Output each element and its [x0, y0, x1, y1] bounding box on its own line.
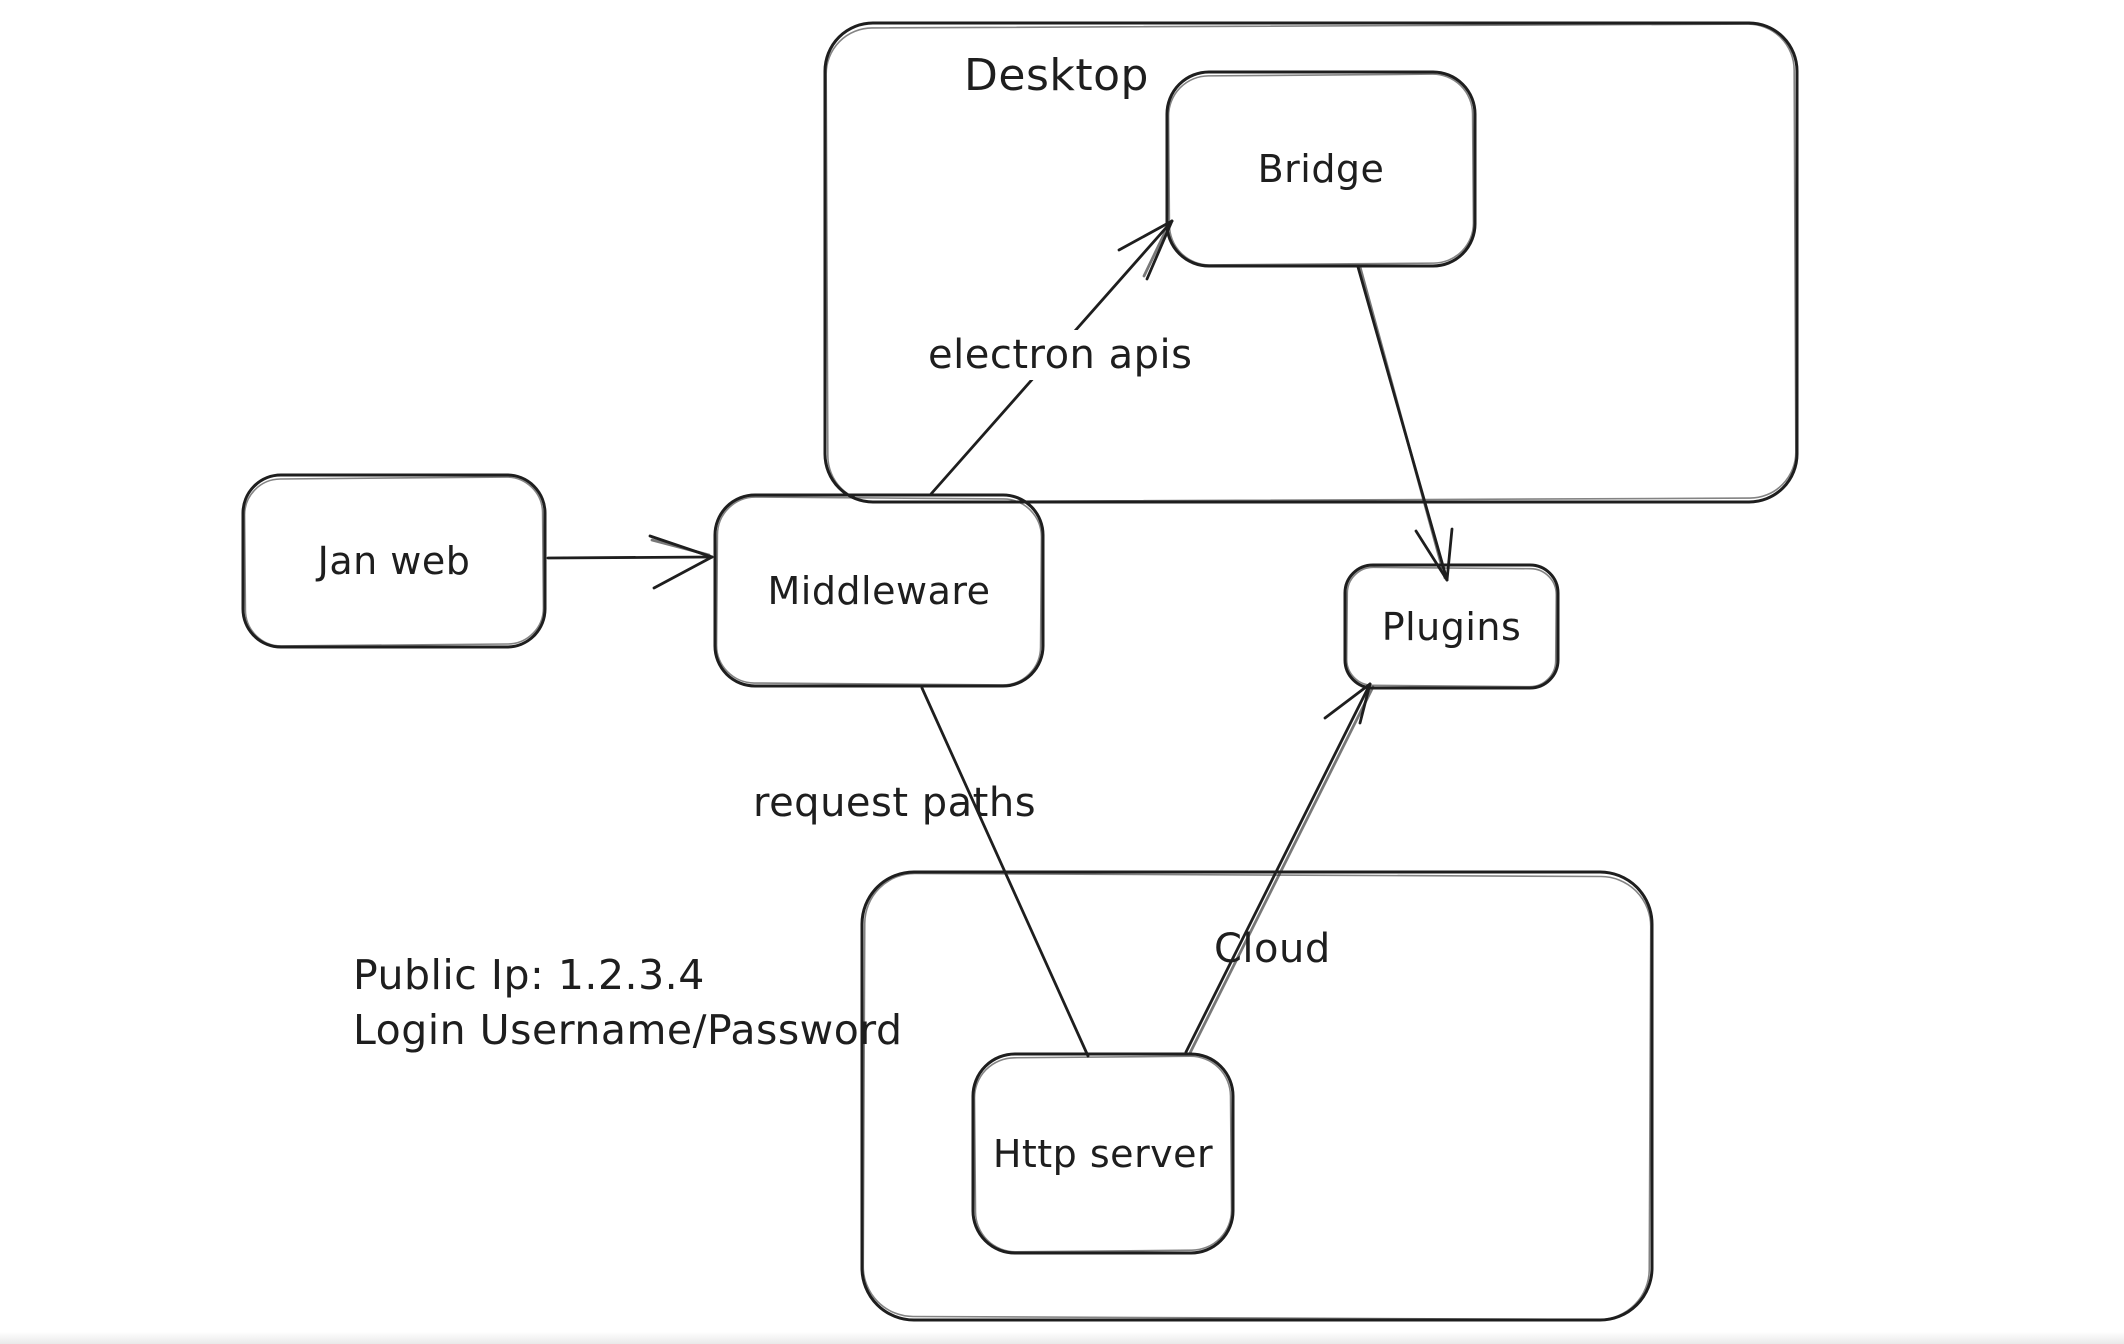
annotation-line-2: Login Username/Password	[353, 1006, 903, 1054]
canvas-bottom-fade	[0, 1332, 2124, 1344]
node-jan-web-label[interactable]: Jan web	[317, 539, 471, 583]
annotation-line-1: Public Ip: 1.2.3.4	[353, 951, 705, 999]
cloud-container-box[interactable]	[860, 870, 1654, 1322]
node-bridge-shape[interactable]	[1165, 70, 1477, 268]
edge-bridge-to-plugins[interactable]	[1356, 265, 1454, 582]
desktop-container-box[interactable]	[823, 21, 1799, 504]
edge-middleware-to-http-server[interactable]	[920, 686, 1090, 1058]
node-middleware-shape[interactable]	[713, 493, 1045, 688]
node-plugins-shape[interactable]	[1343, 563, 1560, 690]
edge-janweb-to-middleware[interactable]	[546, 534, 714, 590]
node-jan-web-shape[interactable]	[241, 473, 547, 649]
annotation-public-ip[interactable]: Public Ip: 1.2.3.4 Login Username/Passwo…	[353, 948, 902, 1058]
node-bridge-label[interactable]: Bridge	[1257, 147, 1385, 191]
edge-http-server-to-plugins[interactable]	[1184, 682, 1375, 1055]
node-http-server-shape[interactable]	[971, 1052, 1235, 1255]
node-middleware-label[interactable]: Middleware	[767, 568, 991, 613]
node-http-server-label[interactable]: Http server	[992, 1131, 1214, 1176]
edge-label-request-paths[interactable]: request paths	[753, 780, 1037, 826]
node-plugins-label[interactable]: Plugins	[1381, 604, 1522, 649]
desktop-container-label[interactable]: Desktop	[964, 50, 1149, 101]
edge-label-electron-apis[interactable]: electron apis	[918, 330, 1203, 380]
cloud-container-label[interactable]: Cloud	[1214, 926, 1331, 972]
